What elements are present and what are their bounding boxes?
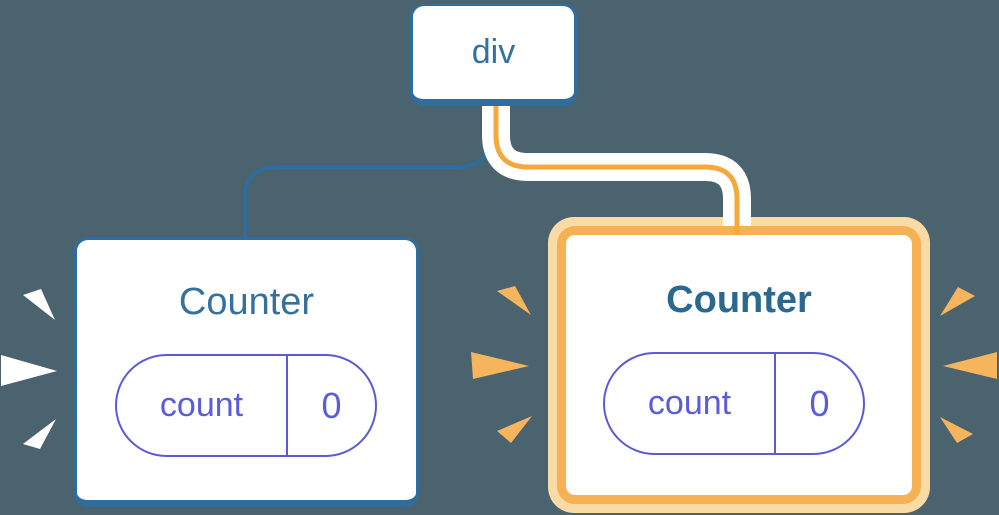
spark-icon [23,289,55,320]
edge-div-to-right-counter [493,106,740,235]
spark-icon [940,287,975,316]
spark-burst-left-card [1,289,57,449]
spark-burst-right-card-right [940,287,997,443]
spark-icon [497,286,531,315]
state-key-right: count [605,354,776,453]
spark-icon [1,355,57,386]
counter-title-right: Counter [666,279,812,321]
state-value-right: 0 [809,382,830,424]
tree-node-div: div [410,3,577,106]
state-value-left: 0 [321,384,342,426]
spark-icon [471,352,529,379]
counter-title-left: Counter [178,281,315,323]
spark-burst-right-card-left [471,286,532,443]
edge-div-to-right-counter-casing [482,106,751,226]
state-pill-right: count 0 [603,352,865,455]
spark-icon [497,416,532,443]
spark-icon [23,419,56,449]
tree-node-div-label: div [471,33,516,71]
state-pill-left: count 0 [115,354,377,457]
state-key-left: count [117,356,288,455]
edge-div-to-left-counter [243,106,492,240]
spark-icon [943,352,997,379]
spark-icon [940,417,973,443]
